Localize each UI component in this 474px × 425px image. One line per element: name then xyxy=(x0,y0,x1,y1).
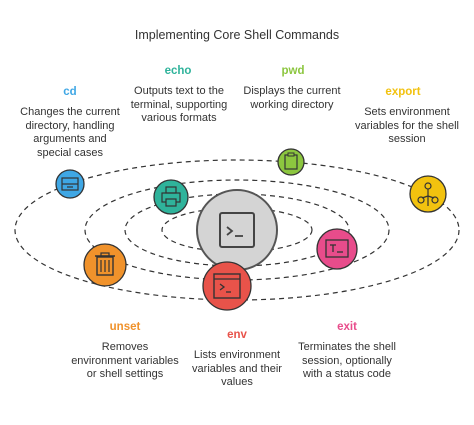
terminal-icon xyxy=(196,189,278,271)
diagram-title: Implementing Core Shell Commands xyxy=(134,28,340,42)
label-env: env xyxy=(227,329,247,341)
description-export: Sets environment variables for the shell… xyxy=(355,106,459,145)
label-pwd: pwd xyxy=(281,65,305,77)
label-cd: cd xyxy=(63,86,77,98)
clipboard-icon xyxy=(277,148,305,176)
description-exit: Terminates the shell session, optionally… xyxy=(298,341,396,380)
printer-icon xyxy=(153,179,189,215)
description-unset: Removes environment variables or shell s… xyxy=(71,341,179,380)
label-echo: echo xyxy=(164,65,192,77)
description-env: Lists environment variables and their va… xyxy=(192,349,282,388)
label-exit: exit xyxy=(337,321,357,333)
label-unset: unset xyxy=(109,321,141,333)
terminal-window-icon xyxy=(202,261,252,311)
label-export: export xyxy=(385,86,421,98)
drawer-icon xyxy=(55,169,85,199)
description-echo: Outputs text to the terminal, supporting… xyxy=(130,85,228,124)
orbit-middle xyxy=(84,179,390,281)
network-icon xyxy=(409,175,447,213)
description-pwd: Displays the current working directory xyxy=(243,85,341,111)
terminal-exit-icon xyxy=(316,228,358,270)
trash-icon xyxy=(83,243,127,287)
description-cd: Changes the current directory, handling … xyxy=(20,106,120,159)
